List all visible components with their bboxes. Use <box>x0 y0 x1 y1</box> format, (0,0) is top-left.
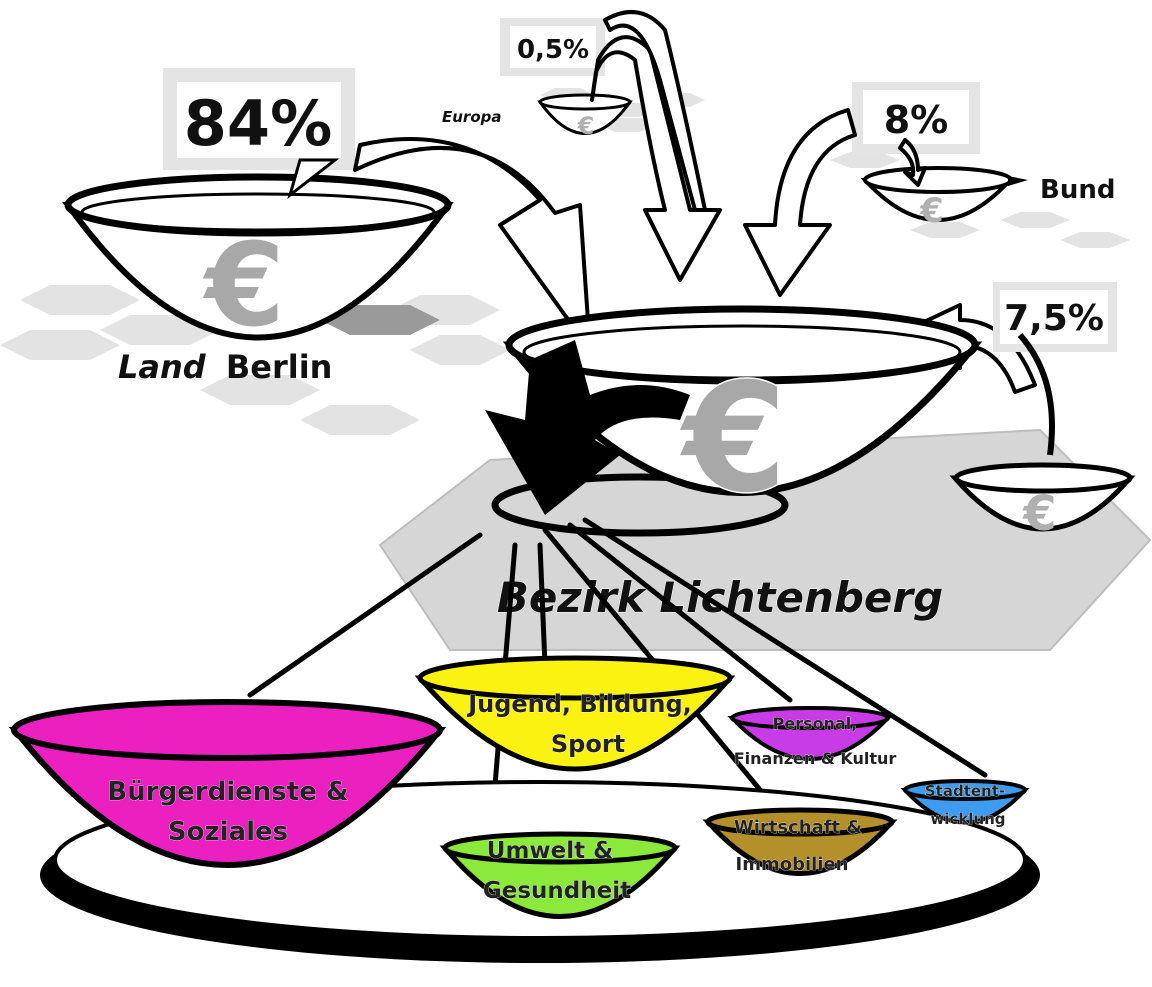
stadt-line2: wicklung <box>930 810 1005 828</box>
bezirk-bowl: € <box>491 305 983 537</box>
buergerdienste-line1: Bürgerdienste & <box>107 777 348 807</box>
europa-bowl: € <box>537 93 633 140</box>
arrow-bezirk-outflow <box>485 340 690 515</box>
wirtschaft-line2: Immobilien <box>736 854 849 875</box>
euro-icon: € <box>577 112 595 140</box>
europa-percentage-box: 0,5% <box>500 18 605 76</box>
euro-icon: € <box>680 352 787 526</box>
europa-label: Europa <box>442 108 502 126</box>
own-percentage: 7,5% <box>1004 298 1104 339</box>
own-percentage-box: 7,5% <box>993 282 1117 352</box>
land-percentage-box: 84% <box>163 68 355 200</box>
wirtschaft-line1: Wirtschaft & <box>734 817 862 838</box>
umwelt-line1: Umwelt & <box>487 838 613 864</box>
land-percentage: 84% <box>184 87 332 160</box>
bund-bowl: € <box>860 166 1028 231</box>
arrow-bund-bowl <box>898 138 927 187</box>
land-berlin-label: Land Berlin <box>118 348 332 386</box>
arrow-europa-outer <box>603 10 707 212</box>
buergerdienste-line2: Soziales <box>168 817 288 847</box>
bund-label: Bund <box>1040 175 1115 205</box>
bowl-umwelt: Umwelt & Gesundheit <box>439 831 681 919</box>
personal-line1: Personal, <box>773 714 858 733</box>
stadt-line1: Stadtent- <box>925 782 1005 800</box>
arrow-land-to-bezirk <box>353 137 592 352</box>
bowl-buergerdienste: Bürgerdienste & Soziales <box>8 699 447 868</box>
land-berlin-bowl: € <box>62 173 454 355</box>
arrow-europa-inner <box>590 35 722 282</box>
arrow-bund-to-bezirk <box>743 108 857 297</box>
bezirk-label: Bezirk Lichtenberg <box>497 573 943 622</box>
bund-percentage-box: 8% <box>852 82 980 154</box>
euro-icon: € <box>202 219 285 353</box>
jugend-line2: Sport <box>551 730 625 758</box>
bowl-jugend: Jugend, Bildung, Sport <box>414 655 736 772</box>
bowl-personal: Personal, Finanzen & Kultur <box>727 706 897 768</box>
bowl-stadt: Stadtent- wicklung <box>900 779 1030 828</box>
personal-line2: Finanzen & Kultur <box>734 749 897 768</box>
bowl-wirtschaft: Wirtschaft & Immobilien <box>702 807 898 876</box>
bund-percentage: 8% <box>884 98 949 142</box>
europa-percentage: 0,5% <box>517 35 589 65</box>
own-revenue-bowl: € <box>949 462 1136 542</box>
euro-icon: € <box>919 191 944 231</box>
jugend-line1: Jugend, Bildung, <box>466 690 692 718</box>
umwelt-line2: Gesundheit <box>483 878 631 904</box>
euro-icon: € <box>1022 486 1056 542</box>
